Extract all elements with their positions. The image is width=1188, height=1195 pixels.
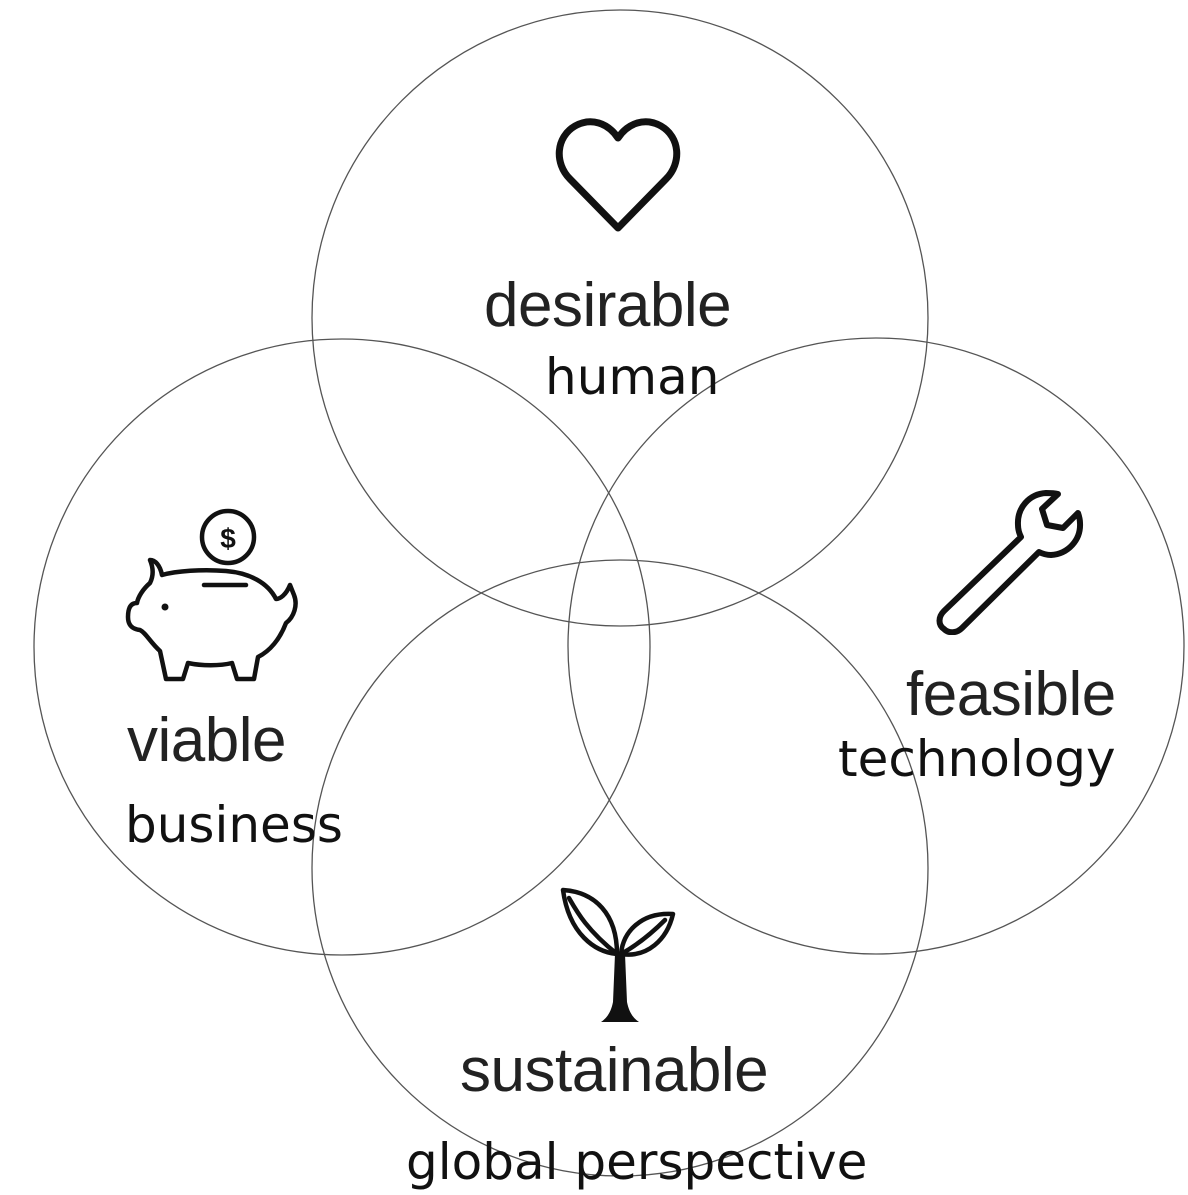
circle-desirable: [311, 9, 929, 627]
heart-icon: [555, 118, 681, 232]
label-viable: viable: [127, 706, 287, 775]
label-global-perspective: global perspective: [406, 1133, 868, 1191]
label-desirable: desirable: [484, 271, 732, 340]
svg-text:$: $: [220, 523, 236, 554]
wrench-icon: [936, 490, 1084, 635]
circle-sustainable: [311, 559, 929, 1177]
circle-feasible: [567, 337, 1185, 955]
label-feasible: feasible: [906, 660, 1116, 729]
label-sustainable: sustainable: [460, 1036, 769, 1105]
circle-viable: [33, 338, 651, 956]
label-technology: technology: [838, 730, 1116, 788]
label-business: business: [125, 796, 343, 854]
piggy-bank-icon: $: [125, 508, 298, 682]
sprout-icon: [560, 887, 676, 1022]
label-human: human: [545, 348, 720, 406]
